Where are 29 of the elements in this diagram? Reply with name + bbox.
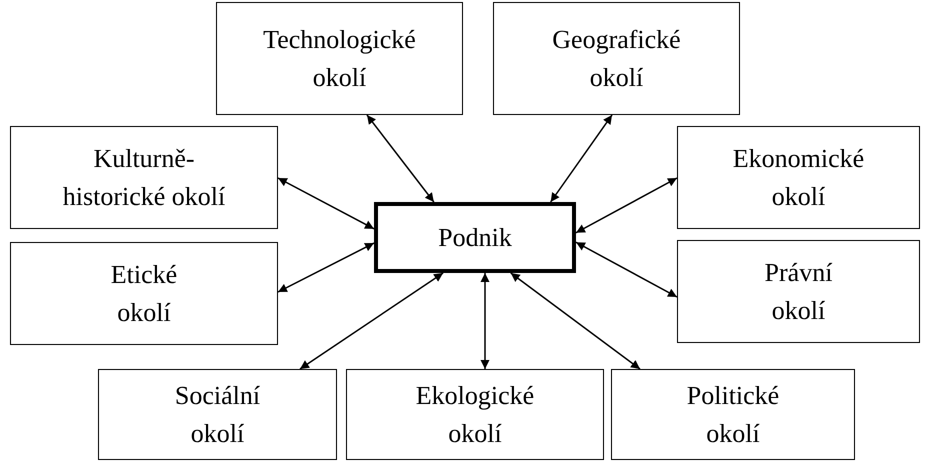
environment-box — [216, 2, 463, 115]
central-box — [374, 202, 576, 273]
double-arrow — [576, 177, 678, 234]
box-label: Technologické okolí — [263, 24, 416, 94]
box-label: Ekonomické okolí — [732, 142, 864, 212]
box-label: Právní okolí — [764, 256, 832, 326]
environment-box — [10, 242, 278, 345]
box-label: Sociální okolí — [174, 380, 260, 450]
double-arrow — [300, 272, 444, 370]
box-label: Ekologické okolí — [416, 380, 534, 450]
environment-box — [677, 240, 920, 343]
double-arrow — [278, 242, 374, 293]
environment-box — [98, 369, 337, 460]
double-arrow — [278, 177, 374, 230]
box-label: Politické okolí — [686, 380, 780, 450]
box-label: Etické okolí — [110, 258, 178, 328]
box-label: Kulturně-historické okolí — [62, 142, 226, 212]
double-arrow — [510, 272, 640, 370]
environment-box — [346, 369, 604, 460]
environment-box — [677, 126, 920, 229]
environment-box — [10, 126, 278, 229]
double-arrow — [576, 242, 678, 298]
double-arrow — [366, 114, 434, 202]
double-arrow — [480, 273, 490, 369]
box-label: Geografické okolí — [552, 24, 681, 94]
environment-box — [493, 2, 740, 115]
double-arrow — [550, 114, 613, 202]
box-label: Podnik — [438, 222, 512, 254]
environment-box — [611, 369, 855, 460]
